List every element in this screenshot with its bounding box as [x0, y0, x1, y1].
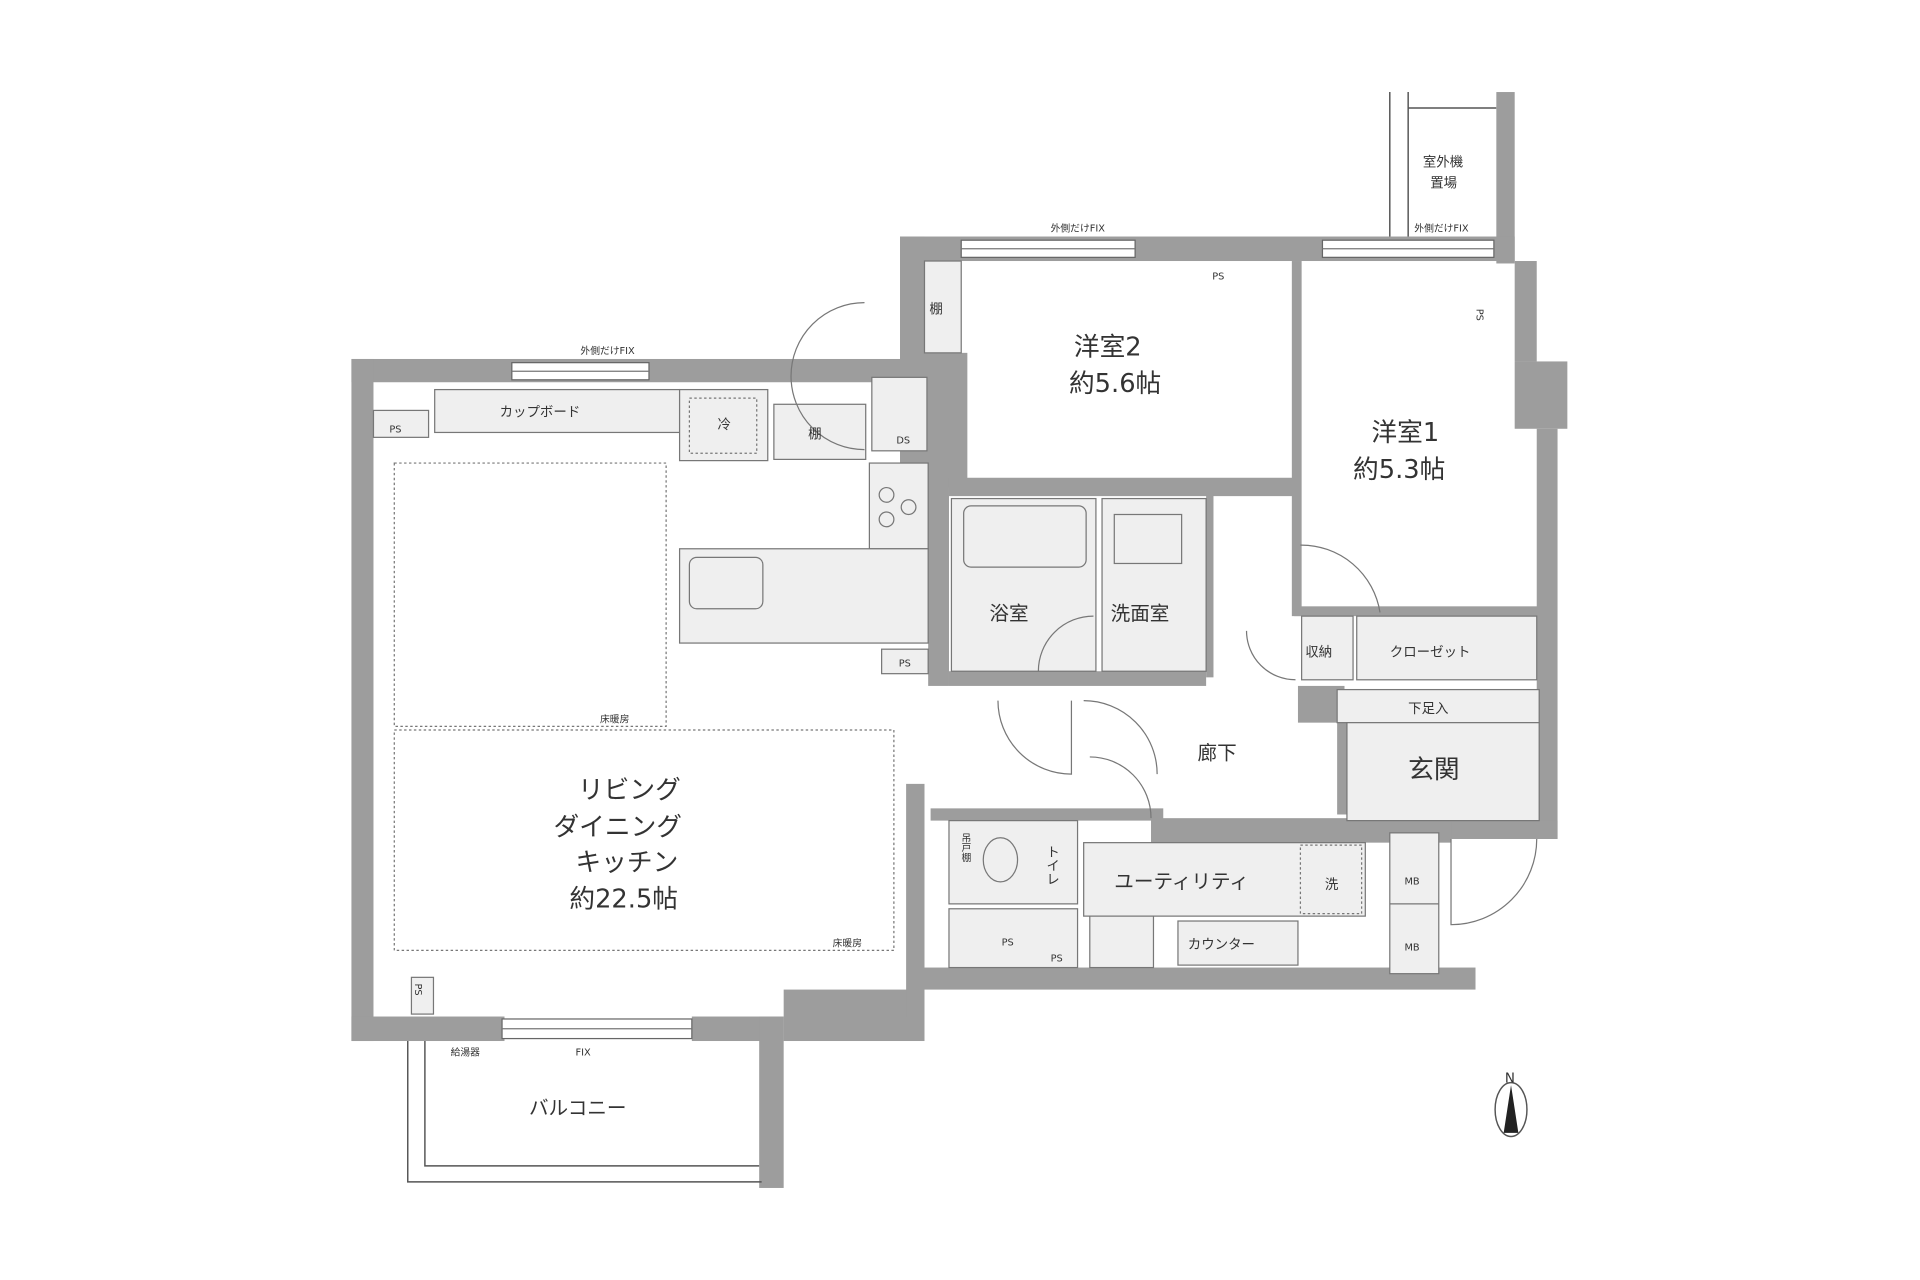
ps-label-3: PS: [1212, 271, 1224, 282]
fix-label: FIX: [576, 1048, 592, 1059]
mb-label-2: MB: [1404, 942, 1419, 953]
closet-label: クローゼット: [1390, 645, 1471, 661]
cupboard-label: カップボード: [500, 405, 581, 421]
washer-label: 洗: [1325, 877, 1339, 893]
ps-space: [948, 908, 1079, 969]
shoe-cabinet-label: 下足入: [1408, 702, 1448, 717]
toilet-label: トイレ: [1043, 845, 1059, 885]
labels: 洋室2 約5.6帖 洋室1 約5.3帖 リビング ダイニング キッチン 約22.…: [389, 154, 1484, 1120]
compass: N: [1494, 1072, 1528, 1138]
washroom: [1101, 497, 1207, 672]
hanging-cabinet-label: 吊戸棚: [959, 832, 971, 863]
outdoor-unit-line1: 室外機: [1423, 154, 1463, 171]
entrance-floor: [1346, 722, 1540, 822]
ps-label-2: PS: [899, 658, 911, 669]
outer-fix-label-1: 外側だけFIX: [580, 344, 635, 357]
compass-north: N: [1505, 1072, 1515, 1087]
entrance-label: 玄関: [1408, 755, 1459, 785]
ldk-line1: リビング: [578, 776, 681, 806]
ps-label-1: PS: [389, 424, 401, 435]
utility-label: ユーティリティ: [1114, 870, 1249, 893]
corridor-label: 廊下: [1198, 741, 1237, 764]
floor-heating-label-2: 床暖房: [833, 937, 862, 950]
closet: [1356, 615, 1538, 681]
outer-fix-label-3: 外側だけFIX: [1414, 222, 1469, 235]
windows: [501, 239, 1495, 1040]
fridge-space: [678, 388, 769, 462]
fixtures: [372, 260, 1540, 1015]
water-heater-label: 給湯器: [451, 1046, 481, 1059]
doors: [790, 302, 1538, 926]
outdoor-unit-area: [1389, 92, 1515, 264]
shelf-label-2: 棚: [808, 427, 821, 443]
ps-label-6: PS: [1051, 953, 1063, 964]
ps-label-4: PS: [1474, 309, 1485, 321]
fridge-label: 冷: [718, 417, 731, 433]
outer-fix-label-2: 外側だけFIX: [1051, 222, 1106, 235]
western2-name: 洋室2: [1074, 332, 1142, 362]
cupboard: [434, 388, 681, 434]
utility: [1083, 842, 1366, 917]
bathroom: [950, 497, 1097, 672]
bath-label: 浴室: [989, 602, 1028, 625]
outdoor-unit-line2: 置場: [1430, 176, 1457, 192]
washroom-label: 洗面室: [1111, 602, 1170, 625]
shelf: [923, 260, 962, 354]
balcony-outline: [407, 1041, 762, 1183]
storage-label: 収納: [1305, 645, 1332, 661]
counter-label: カウンター: [1188, 937, 1255, 953]
floor-heating-label-1: 床暖房: [600, 713, 629, 726]
ps-label-7: PS: [412, 983, 423, 995]
western1-name: 洋室1: [1371, 418, 1439, 448]
ldk-size: 約22.5帖: [569, 885, 678, 915]
ldk-line3: キッチン: [576, 848, 679, 878]
counter: [1177, 920, 1299, 966]
ds-label: DS: [896, 435, 910, 446]
western1-size: 約5.3帖: [1353, 455, 1445, 485]
ps-label-5: PS: [1002, 938, 1014, 949]
kitchen-island: [678, 548, 929, 644]
shelf-label: 棚: [929, 302, 942, 318]
ldk-line2: ダイニング: [553, 812, 682, 842]
toilet: [948, 820, 1079, 905]
balcony-label: バルコニー: [529, 1096, 627, 1119]
western2-size: 約5.6帖: [1069, 369, 1161, 399]
storage: [1301, 615, 1354, 681]
mb-label-1: MB: [1404, 876, 1419, 887]
shoe-cabinet: [1336, 688, 1540, 724]
